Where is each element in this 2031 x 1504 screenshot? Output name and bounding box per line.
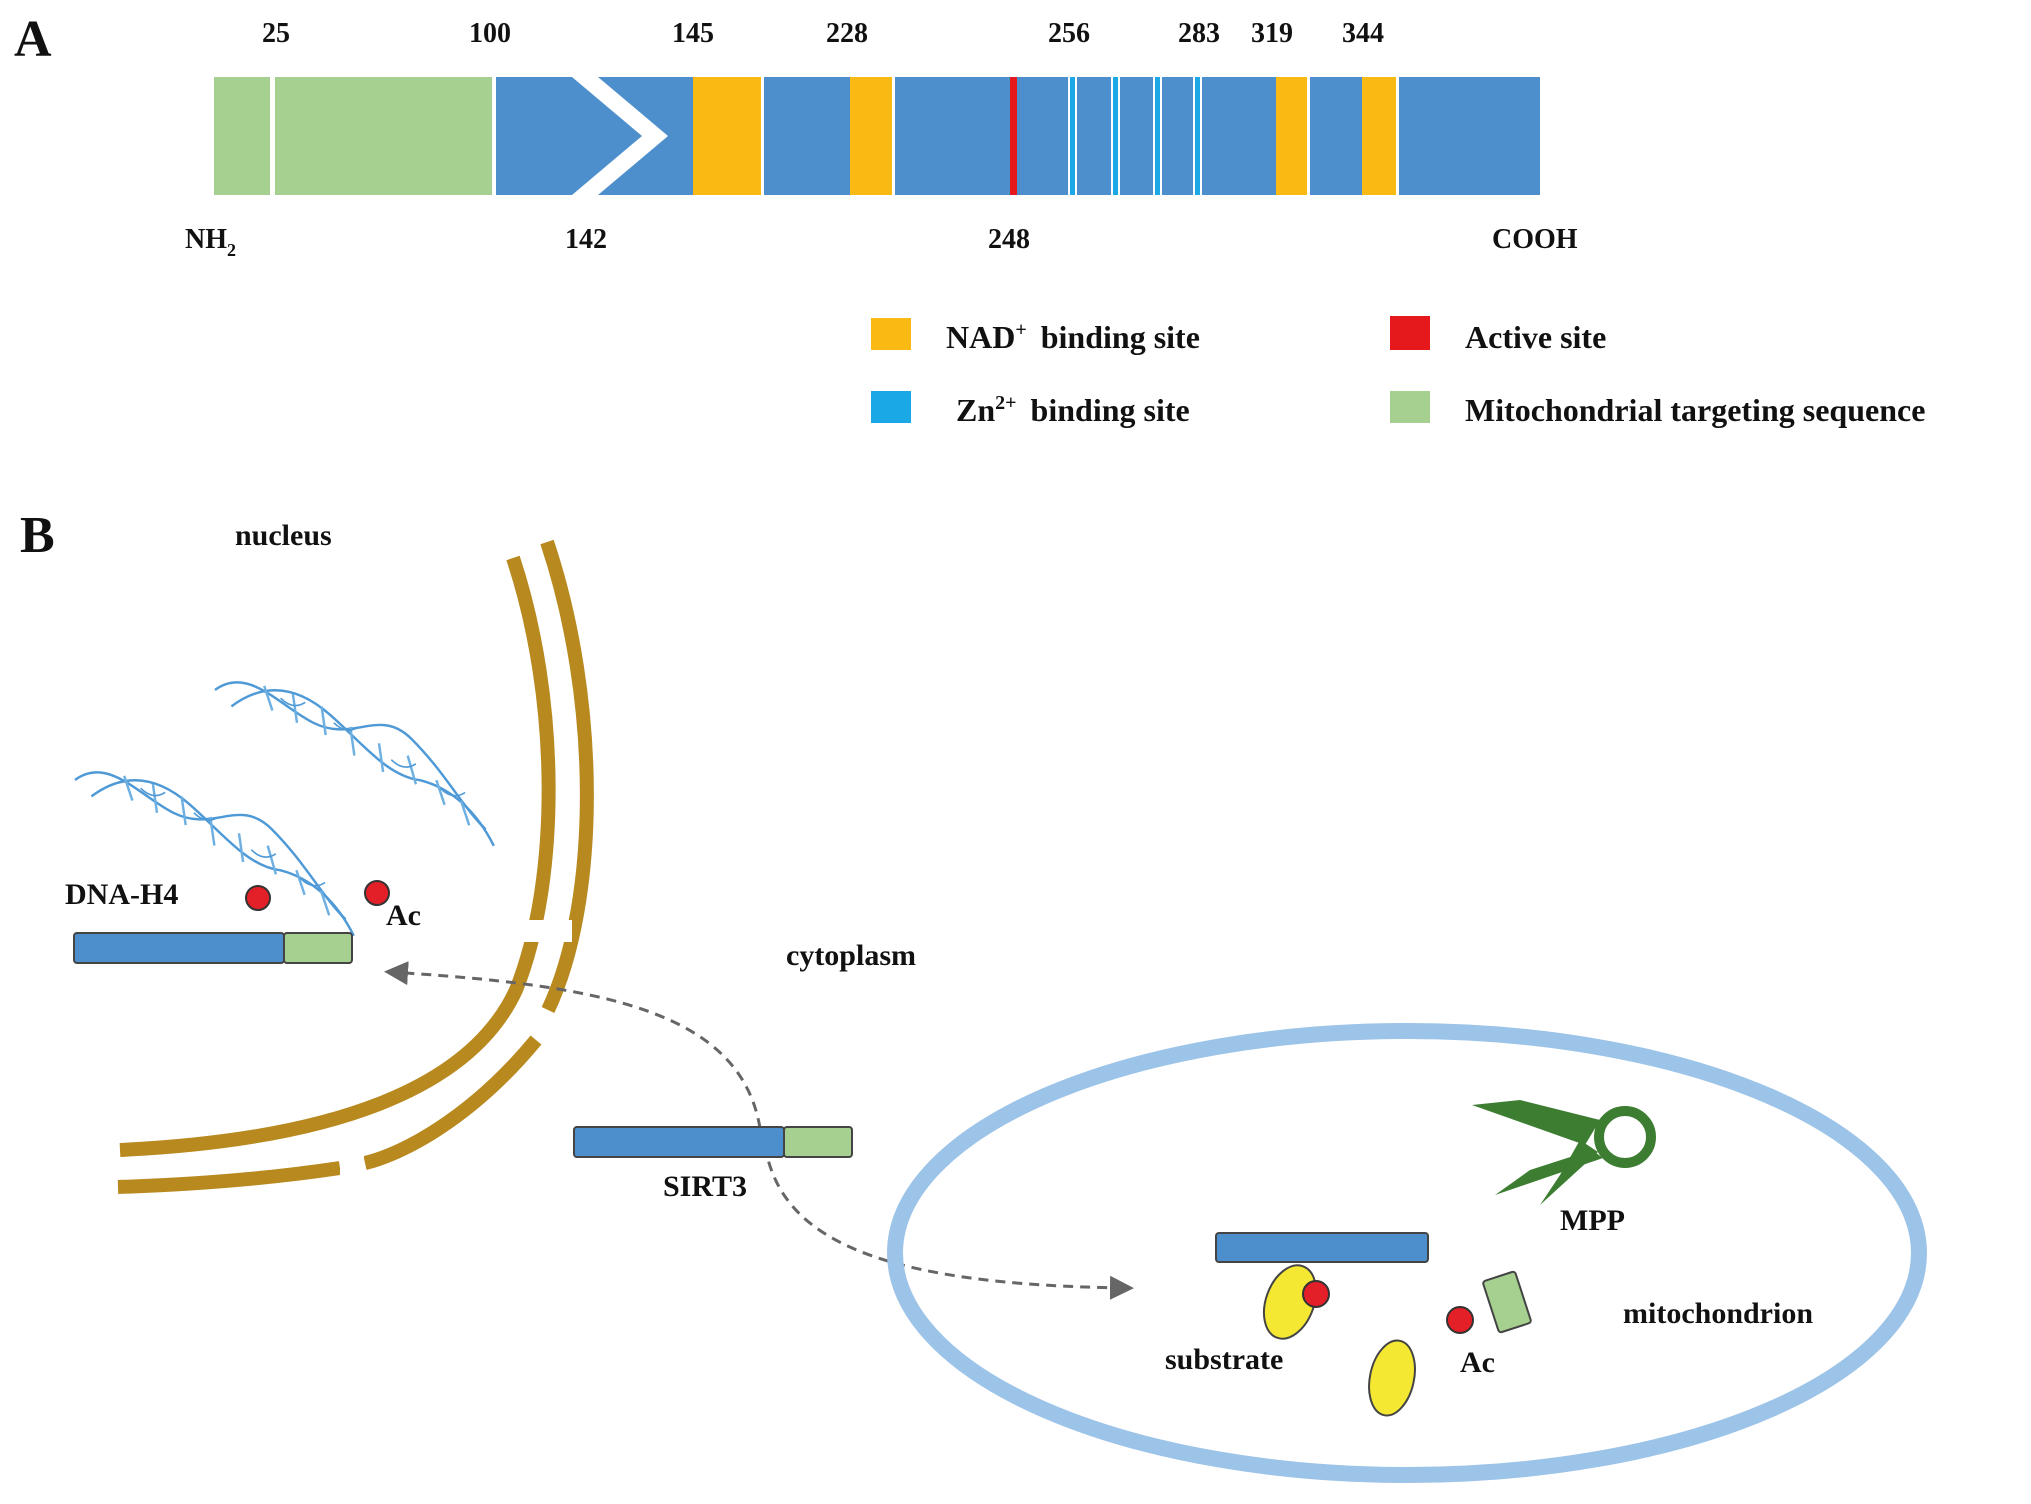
acetyl-group-icon [1446,1306,1474,1334]
position-number: 228 [826,18,868,49]
position-number: 256 [1048,18,1090,49]
cleavage-chevron [572,77,668,195]
mts-legend-swatch [1390,391,1430,423]
nuclear-sirt3-bar [73,932,353,964]
cleaved-mts-fragment [1482,1270,1532,1334]
dna-helix-icon [213,681,496,848]
position-number: 319 [1251,18,1293,49]
cytoplasmic-sirt3-bar [573,1126,853,1158]
sirt3-domain-bar [214,77,1540,195]
import-arrow-to-nucleus [384,961,762,1129]
nuclear-pore [340,920,572,1180]
top-position-numbers: 25 100 145 228 256 283 319 344 [262,18,1384,49]
position-number: 248 [988,224,1030,255]
mpp-scissors-icon [1472,1100,1656,1205]
c-terminus-label: COOH [1492,224,1578,255]
segment-divider [892,77,895,195]
import-arrow-to-mitochondrion [763,1144,1134,1300]
substrate-label: substrate [1165,1343,1283,1376]
position-number: 25 [262,18,290,49]
dna-helix-icon [73,771,356,938]
zn-legend-label: Zn2+binding site [956,392,1190,428]
mitochondrion-label: mitochondrion [1623,1297,1813,1330]
nad-binding-segment [1362,77,1396,195]
acetyl-group-icon [245,885,271,911]
ac-mito-label: Ac [1460,1346,1495,1379]
segment-divider [761,77,764,195]
panel-b-label: B [20,507,55,564]
position-number: 100 [469,18,511,49]
zn-legend-swatch [871,391,911,423]
position-number: 142 [565,224,607,255]
acetyl-group-icon [364,880,390,906]
mts-segment [214,77,270,195]
cytoplasm-label: cytoplasm [786,939,916,972]
nuclear-envelope [117,539,594,1194]
mts-legend-label: Mitochondrial targeting sequence [1465,392,1925,428]
substrate-icon [1368,1339,1416,1417]
sirt3-label: SIRT3 [663,1170,747,1203]
substrate-icon [1262,1264,1318,1340]
segment-divider [1396,77,1399,195]
dna-h4-label: DNA-H4 [65,878,178,911]
nucleus-label: nucleus [235,519,332,552]
active-site-segment [1010,77,1017,195]
nad-binding-segment [850,77,892,195]
segment-divider [1307,77,1310,195]
panel-a-label: A [14,11,52,68]
mts-segment [275,77,492,195]
nad-legend-swatch [871,318,911,350]
position-number: 344 [1342,18,1384,49]
legend: NAD+binding site Active site Zn2+binding… [871,316,1925,428]
position-number: 283 [1178,18,1220,49]
active-legend-label: Active site [1465,319,1606,355]
n-terminus-label: NH2 [185,224,236,260]
ac-nucleus-label: Ac [386,899,421,932]
acetyl-group-icon [1302,1280,1330,1308]
mitochondrial-sirt3-bar [1215,1232,1429,1263]
nad-binding-segment [1276,77,1307,195]
mitochondrion-membrane [887,1023,1927,1483]
nad-binding-segment [693,77,761,195]
position-number: 145 [672,18,714,49]
active-legend-swatch [1390,316,1430,350]
zn-binding-sites [1068,77,1202,195]
nad-legend-label: NAD+binding site [946,319,1200,355]
mpp-label: MPP [1560,1204,1625,1237]
